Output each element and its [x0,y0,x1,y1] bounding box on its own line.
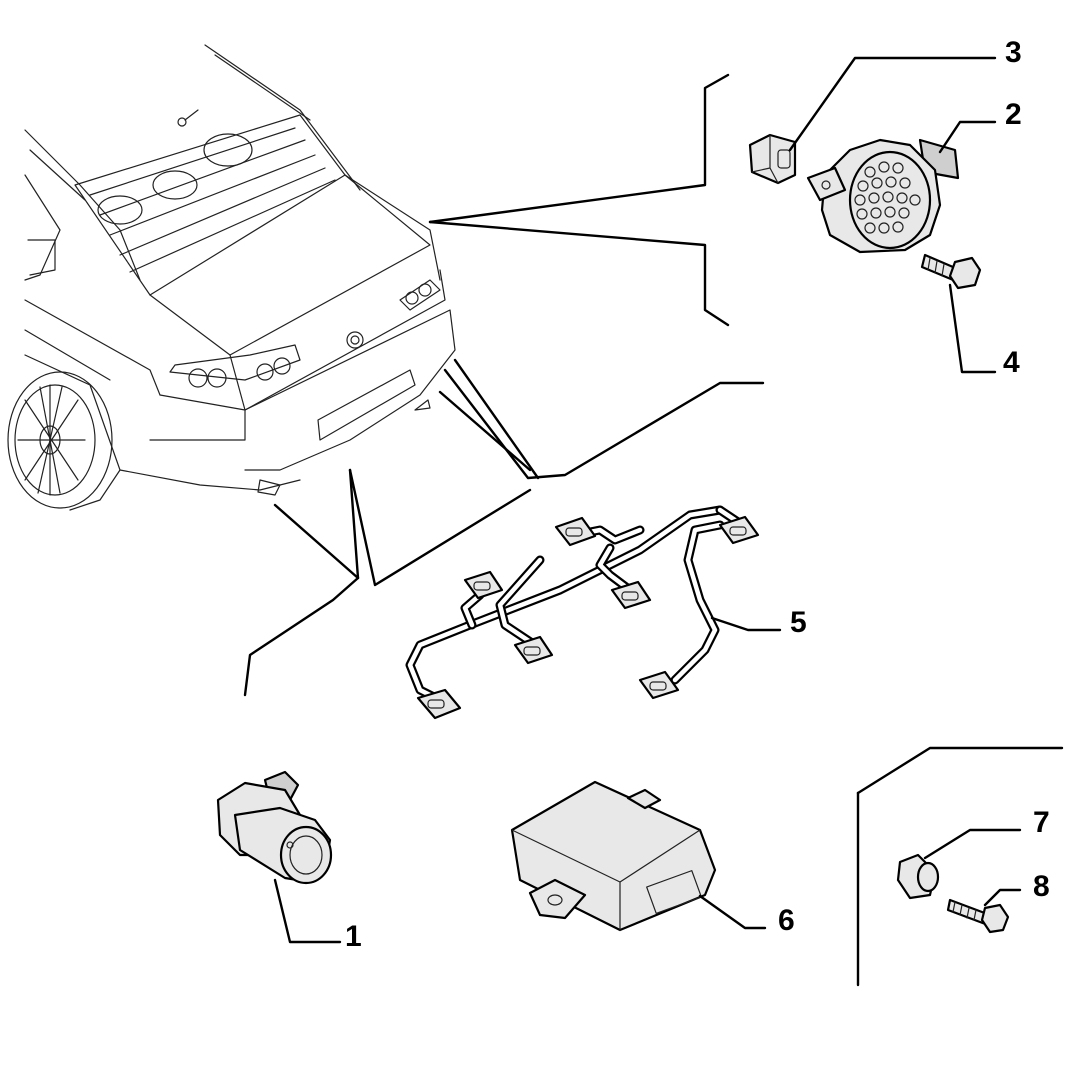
harness-connector [610,580,652,610]
buzzer-holes [854,161,921,234]
projection-lines [243,73,1064,987]
harness-connector [513,635,554,665]
part-7-grommet [896,853,940,900]
part-6-control-unit [510,780,717,932]
harness-connector [416,688,462,720]
callout-6: 6 [778,904,795,937]
callout-1: 1 [345,920,362,953]
part-2-buzzer [806,138,960,254]
harness-connector [463,570,504,600]
part-5-wiring-harness [405,505,760,720]
car-rear-illustration [7,44,456,511]
callout-3: 3 [1005,36,1022,69]
harness-connector [718,515,760,545]
callout-7: 7 [1033,806,1050,839]
callout-5: 5 [790,606,807,639]
part-4-bolt [920,253,982,290]
part-3-clip [748,133,797,185]
harness-connector [554,516,597,547]
leader-lines [273,56,1022,944]
part-1-parking-sensor [216,770,333,885]
callout-4: 4 [1003,346,1020,379]
part-8-screw [946,898,1010,934]
callout-2: 2 [1005,98,1022,131]
callout-8: 8 [1033,870,1050,903]
harness-connector [638,670,680,700]
